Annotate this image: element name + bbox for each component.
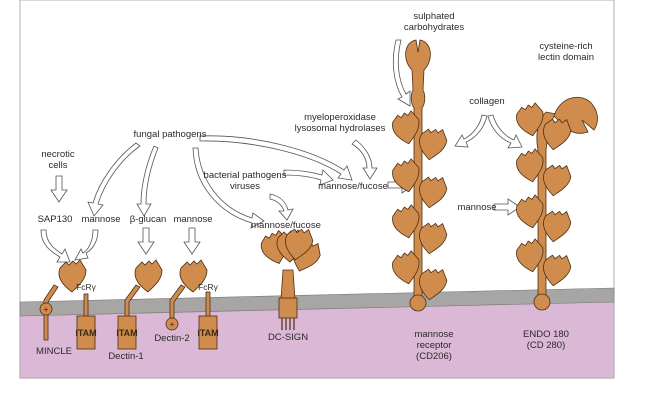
- label-beta-glucan: β-glucan: [130, 214, 167, 225]
- label-endo180: ENDO 180: [523, 329, 569, 340]
- label-mannose-3: mannose: [457, 202, 496, 213]
- label-fcrgamma-1: FcRγ: [76, 282, 97, 292]
- arrow-betaglucan-to-dectin1: [137, 227, 155, 255]
- arrow-collagen-to-endo: [487, 114, 523, 149]
- arrow-fungal-to-mannose: [87, 142, 141, 217]
- label-cells: cells: [48, 160, 67, 171]
- arrow-fungal-to-mr: [199, 135, 353, 181]
- mannose-receptor: [389, 39, 449, 312]
- label-itam-1: ITAM: [75, 328, 96, 338]
- label-fcrgamma-2: FcRγ: [198, 282, 219, 292]
- label-necrotic: necrotic: [41, 149, 75, 160]
- label-dectin1: Dectin-1: [108, 351, 143, 362]
- dectin1-receptor: [117, 259, 163, 350]
- arrow-myelo-to-mr: [351, 139, 378, 180]
- label-mannose-receptor-2: receptor: [417, 340, 452, 351]
- label-lectin-domain: lectin domain: [538, 52, 594, 63]
- arrow-mannose-to-dectin2: [183, 227, 201, 255]
- arrow-mannose-to-endo: [493, 198, 521, 216]
- label-lysosomal-hydrolases: lysosomal hydrolases: [295, 123, 386, 134]
- label-cd206: (CD206): [416, 351, 452, 362]
- arrow-fungal-to-betaglucan: [136, 145, 159, 217]
- mincle-receptor: [39, 259, 87, 341]
- plus-sign-mincle: +: [44, 304, 49, 314]
- plus-sign-dectin2: +: [170, 319, 175, 329]
- label-sap130: SAP130: [38, 214, 73, 225]
- arrow-necrotic-to-sap130: [50, 175, 68, 203]
- label-cd280: (CD 280): [527, 340, 566, 351]
- label-mincle: MINCLE: [36, 346, 72, 357]
- arrow-collagen-to-mr: [454, 114, 488, 148]
- endo180-receptor: [513, 96, 598, 311]
- arrow-mannose-to-mincle: [74, 229, 99, 261]
- label-bacterial-pathogens: bacterial pathogens: [204, 170, 287, 181]
- fcrgamma-2: [198, 291, 218, 350]
- dcsign-receptor: [257, 225, 325, 330]
- label-mannose-fucose-mr: mannose/fucose: [318, 181, 388, 192]
- fcrgamma-1: [76, 293, 96, 350]
- label-mannose-2: mannose: [173, 214, 212, 225]
- label-collagen: collagen: [469, 96, 504, 107]
- label-fungal-pathogens: fungal pathogens: [134, 129, 207, 140]
- arrow-sap130-to-mincle: [40, 229, 71, 263]
- arrow-fungal-to-dcsign: [192, 147, 265, 229]
- label-myeloperoxidase: myeloperoxidase: [304, 112, 376, 123]
- arrow-bacterial-to-mr: [283, 169, 334, 186]
- label-itam-3: ITAM: [197, 328, 218, 338]
- dectin2-receptor: [165, 259, 208, 331]
- label-mannose-fucose-dcsign: mannose/fucose: [251, 220, 321, 231]
- label-mannose-receptor-1: mannose: [414, 329, 453, 340]
- arrow-sulphated-to-mr: [392, 39, 411, 107]
- label-mannose-1: mannose: [81, 214, 120, 225]
- label-carbohydrates: carbohydrates: [404, 22, 464, 33]
- label-viruses: viruses: [230, 181, 260, 192]
- label-itam-2: ITAM: [116, 328, 137, 338]
- label-dectin2: Dectin-2: [154, 333, 189, 344]
- arrow-viruses-to-dcsign: [269, 193, 294, 221]
- label-cysteine-rich: cysteine-rich: [539, 41, 592, 52]
- label-dcsign: DC-SIGN: [268, 332, 308, 343]
- label-sulphated: sulphated: [413, 11, 454, 22]
